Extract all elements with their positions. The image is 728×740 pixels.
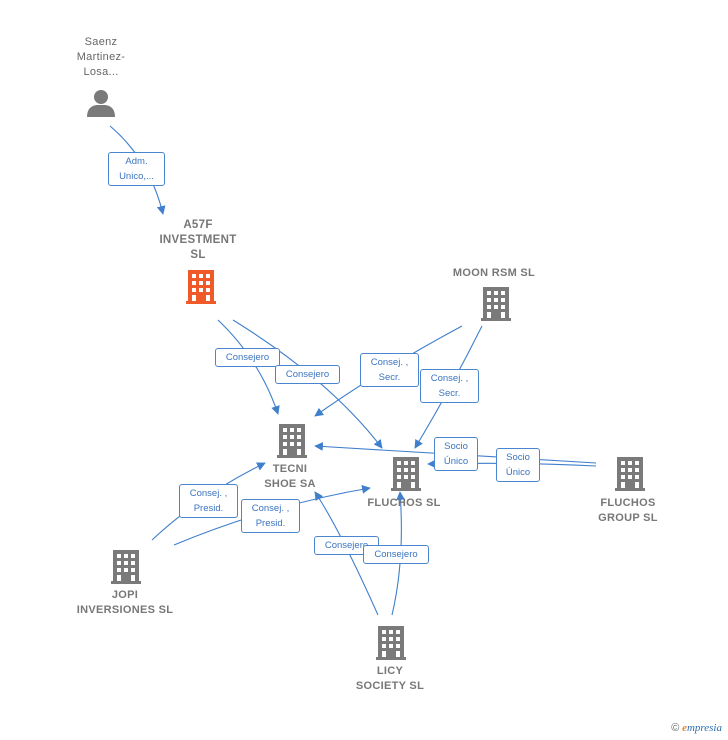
empresia-logo[interactable]: © empresia — [671, 722, 722, 734]
edge-label-group-fluchos: Socio Único — [496, 448, 540, 482]
edge-label-moon-fluchos: Consej. , Secr. — [420, 369, 479, 403]
edge-label-moon-tecni: Consej. , Secr. — [360, 353, 419, 387]
node-label-licy[interactable]: LICY SOCIETY SL — [355, 665, 425, 692]
brand-initial: e — [682, 722, 687, 734]
node-label-tecni[interactable]: TECNI SHOE SA — [264, 463, 316, 490]
building-icon-fluchos-group[interactable] — [615, 457, 645, 491]
node-label-a57f[interactable]: A57F INVESTMENT SL — [159, 219, 237, 261]
building-icon-fluchos[interactable] — [391, 457, 421, 491]
building-icon-a57f[interactable] — [186, 270, 216, 304]
edge-a57f-tecni — [217, 319, 280, 415]
edge-label-a57f-fluchos: Consejero — [275, 365, 340, 384]
person-icon[interactable] — [87, 90, 115, 117]
node-label-moon[interactable]: MOON RSM SL — [452, 267, 536, 279]
building-icon-moon[interactable] — [481, 287, 511, 321]
edge-label-jopi-fluchos: Consej. , Presid. — [241, 499, 300, 533]
building-icon-licy[interactable] — [376, 626, 406, 660]
building-icon-jopi[interactable] — [111, 550, 141, 584]
node-label-fluchos-group[interactable]: FLUCHOS GROUP SL — [598, 497, 658, 524]
edge-label-saenz-a57f: Adm. Unico,... — [108, 152, 165, 186]
edge-label-group-tecni: Socio Único — [434, 437, 478, 471]
node-label-jopi[interactable]: JOPI INVERSIONES SL — [76, 589, 174, 616]
building-icon-tecni[interactable] — [277, 424, 307, 458]
node-label-fluchos[interactable]: FLUCHOS SL — [367, 497, 441, 509]
brand-name: mpresia — [686, 722, 722, 734]
node-label-saenz[interactable]: Saenz Martinez- Losa... — [76, 36, 126, 78]
edge-label-a57f-tecni: Consejero — [215, 348, 280, 367]
edge-label-jopi-tecni: Consej. , Presid. — [179, 484, 238, 518]
copyright-symbol: © — [671, 722, 680, 734]
edge-label-licy-fluchos: Consejero — [363, 545, 429, 564]
